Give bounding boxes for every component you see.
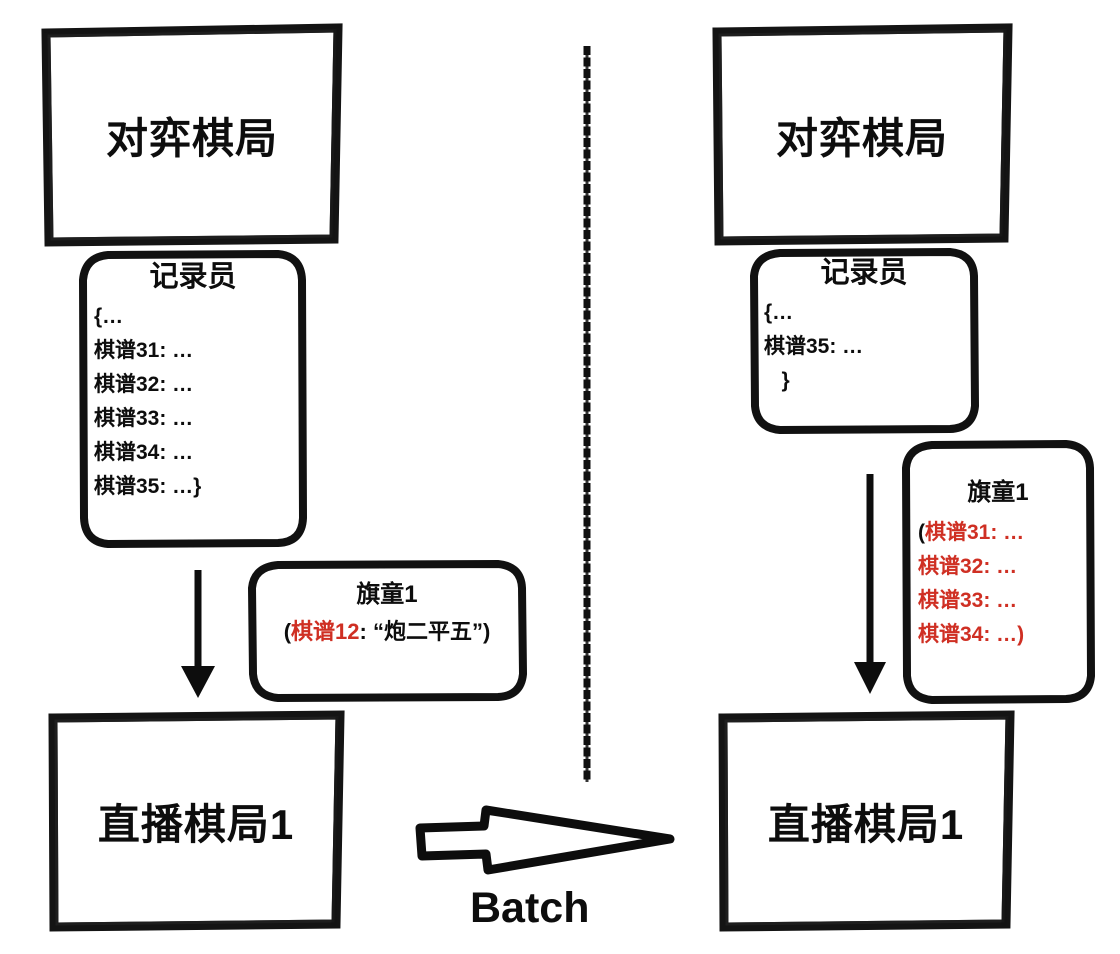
code-line: 棋谱33: … [94,406,194,430]
code-line: } [764,368,790,392]
right-match-box-label: 对弈棋局 [775,114,948,162]
left-live-box-label: 直播棋局1 [97,800,295,848]
right-flagbearer-box: 旗童1 (棋谱31: …棋谱32: …棋谱33: …棋谱34: …) [902,440,1095,704]
payload-value: : …) [983,623,1025,647]
code-line: 棋谱34: … [94,440,194,464]
left-recorder-lines: {… 棋谱31: … 棋谱32: … 棋谱33: … 棋谱34: … 棋谱35: …} [80,294,306,504]
right-down-arrow [854,474,886,694]
left-down-arrow [181,570,215,698]
payload-line: 棋谱32: … [918,550,1094,584]
code-line: 棋谱31: … [94,338,194,362]
rounded-box-shape [750,248,979,434]
left-flagbearer-title: 旗童1 [356,581,418,608]
code-line: {… [94,304,124,328]
rough-rectangle-shape [48,710,345,932]
left-match-box-label: 对弈棋局 [105,114,278,162]
right-live-box: 直播棋局1 [718,710,1015,932]
payload-key: 棋谱34 [918,623,984,647]
payload-value: : … [990,521,1025,545]
payload-line: 棋谱34: …) [918,618,1094,652]
right-match-box: 对弈棋局 [712,23,1013,246]
right-live-box-label: 直播棋局1 [767,800,965,848]
right-flagbearer-lines: (棋谱31: …棋谱32: …棋谱33: …棋谱34: …) [902,506,1094,652]
right-recorder-lines: {… 棋谱35: … } [750,290,978,398]
right-recorder-box: 记录员 {… 棋谱35: … } [750,248,979,434]
payload-value: : “炮二平五”) [359,619,491,645]
left-flagbearer-payload: (棋谱12: “炮二平五”) [284,614,491,650]
rough-rectangle-shape [718,710,1015,932]
code-line: {… [764,300,794,324]
left-recorder-box: 记录员 {… 棋谱31: … 棋谱32: … 棋谱33: … 棋谱34: … 棋谱35: … [79,250,307,548]
payload-value: : … [983,589,1018,613]
batch-arrow [415,805,675,875]
rounded-box-shape [248,560,527,702]
panel-divider [583,46,591,782]
left-match-box: 对弈棋局 [41,23,343,247]
rounded-box-shape [79,250,307,548]
payload-value: : … [983,555,1018,579]
payload-open-paren: ( [283,619,292,645]
payload-line: 棋谱33: … [918,584,1094,618]
payload-key: 棋谱31 [925,521,991,545]
left-flagbearer-box: 旗童1 (棋谱12: “炮二平五”) [248,560,527,702]
left-live-box: 直播棋局1 [48,710,345,932]
code-line: 棋谱32: … [94,372,194,396]
payload-open-paren: ( [918,521,925,545]
payload-key: 棋谱33 [918,589,984,613]
batch-arrow-label: Batch [470,884,590,932]
rounded-box-shape [902,440,1095,704]
rough-rectangle-shape [712,23,1013,246]
code-line: 棋谱35: …} [94,474,202,498]
payload-key: 棋谱32 [918,555,984,579]
payload-key: 棋谱12 [291,619,360,645]
right-flagbearer-title: 旗童1 [967,479,1029,506]
code-line: 棋谱35: … [764,334,864,358]
right-recorder-title: 记录员 [820,257,908,289]
rough-rectangle-shape [41,23,343,247]
left-recorder-title: 记录员 [149,261,237,293]
payload-line: (棋谱31: … [918,516,1094,550]
